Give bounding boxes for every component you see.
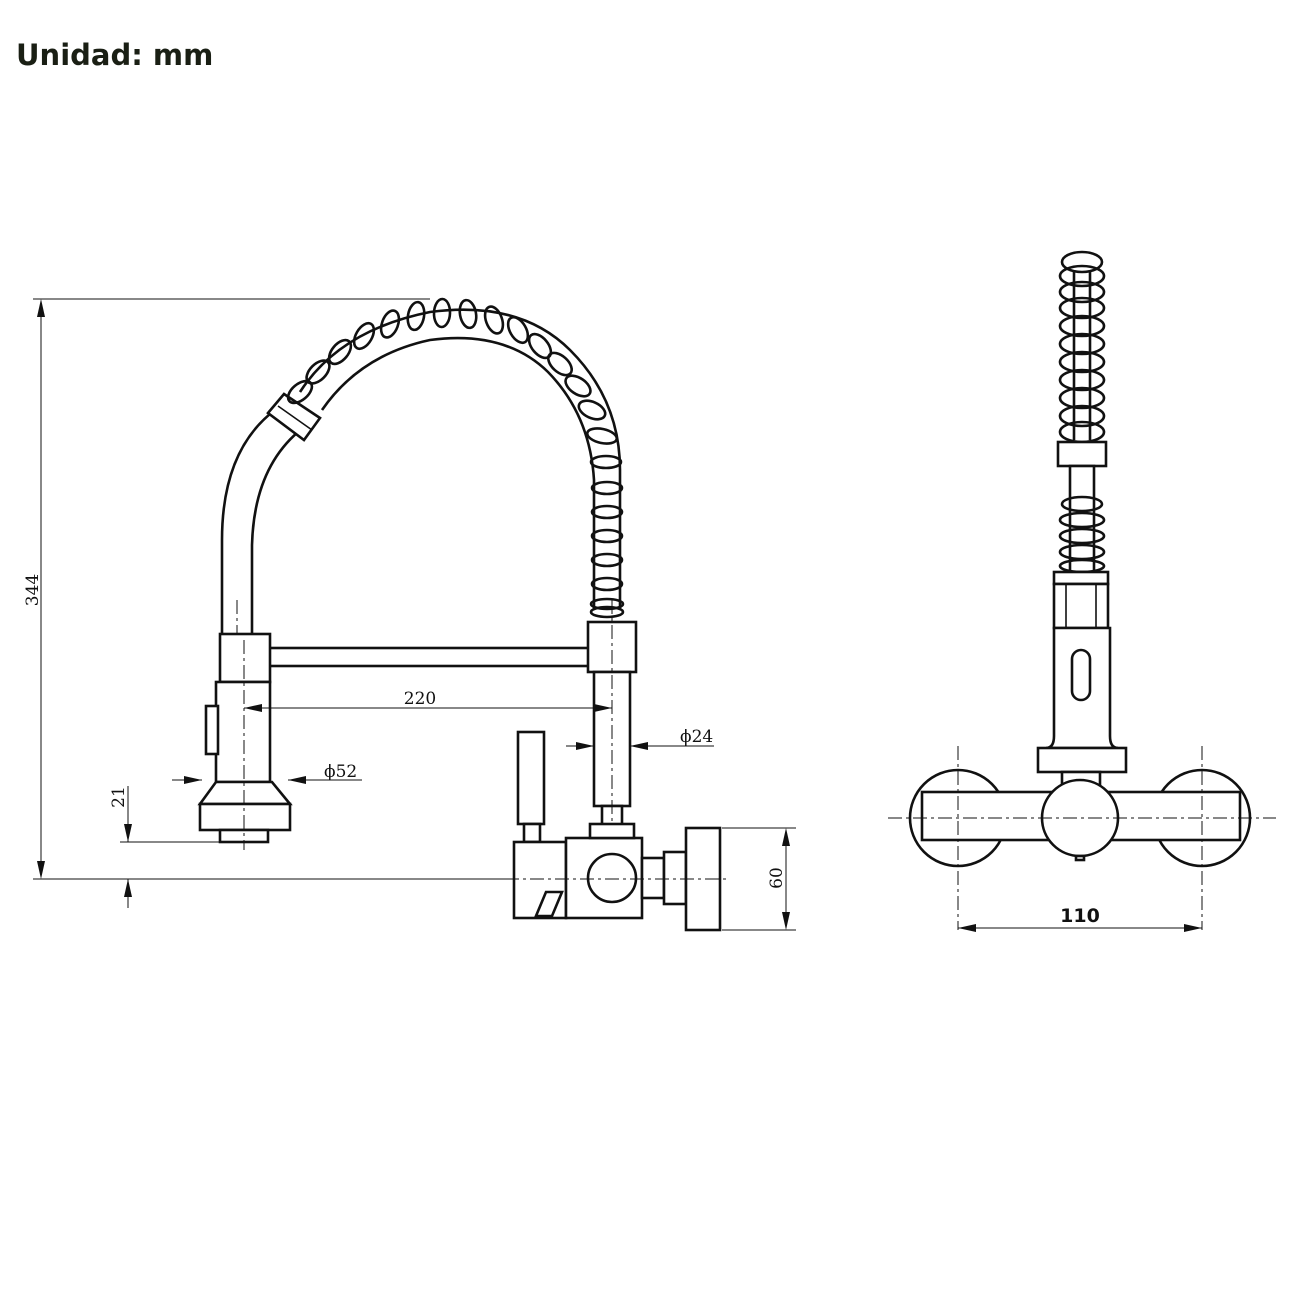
front-collar: [1052, 570, 1110, 630]
pipe-diameter-dimension: ϕ24: [566, 727, 714, 750]
vertical-pipe: [586, 600, 638, 840]
spring-clip: [266, 392, 322, 442]
connection-height-label: 60: [767, 867, 787, 889]
arc-tube-outer: [220, 408, 276, 634]
pipe-diameter-label: ϕ24: [680, 727, 713, 747]
spray-head-diameter-dimension: ϕ52: [172, 762, 362, 784]
reach-dimension: 220: [244, 689, 612, 712]
inlet-spacing-label: 110: [1060, 905, 1100, 927]
spray-head-holder: [197, 632, 293, 850]
height-dimension-label: 344: [23, 574, 43, 606]
spray-head-diameter-label: ϕ52: [324, 762, 357, 782]
connection-height-dimension: 60: [722, 827, 796, 931]
valve-body: [505, 822, 730, 932]
height-dimension: 344: [23, 299, 45, 879]
spray-head-offset-dimension: 21: [109, 786, 222, 908]
front-spring-coils: [1058, 250, 1106, 444]
inlet-spacing-dimension: 110: [958, 905, 1202, 932]
front-body: [1036, 626, 1128, 788]
support-bar: [266, 646, 594, 668]
front-lower-spring: [1058, 464, 1106, 574]
front-spring-clip: [1056, 440, 1108, 468]
spray-head-offset-label: 21: [109, 786, 129, 808]
unit-title: Unidad: mm: [16, 38, 214, 72]
spring-coils: [286, 297, 625, 619]
front-mounting: [888, 746, 1276, 930]
side-view: 344: [23, 297, 796, 932]
front-view: 110: [888, 250, 1276, 932]
mixer-handle: [516, 730, 546, 844]
reach-dimension-label: 220: [404, 689, 436, 709]
arc-tube-inner: [250, 431, 299, 634]
